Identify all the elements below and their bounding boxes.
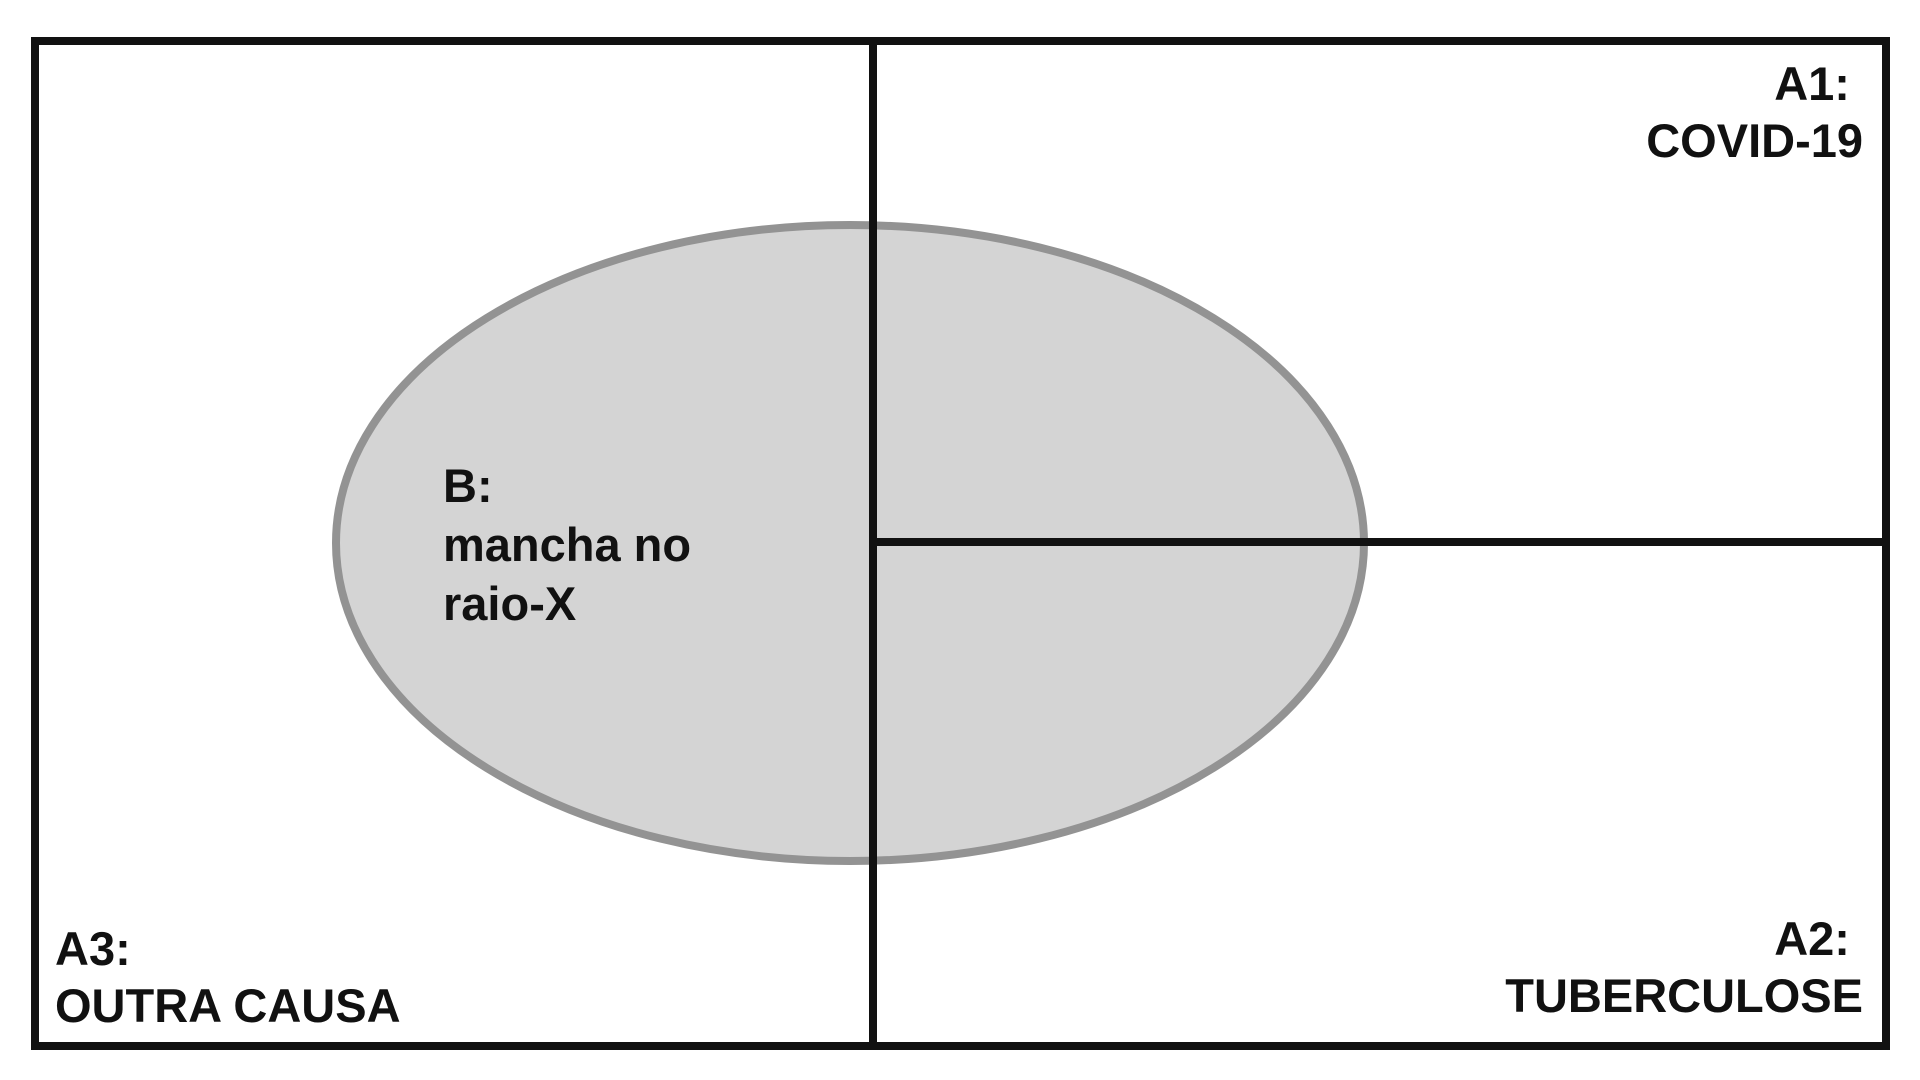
event-b-name-line1: mancha no [443,518,691,571]
region-a3-id: A3: [55,922,131,975]
region-a1-name: COVID-19 [1646,114,1863,167]
region-a2-id: A2: [1774,912,1850,965]
region-a2-label: A2: TUBERCULOSE [1505,912,1863,1022]
event-b-label: B: mancha no raio-X [443,459,704,630]
event-b-id: B: [443,459,493,512]
region-a3-label: A3: OUTRA CAUSA [55,922,401,1032]
region-a1-id: A1: [1774,57,1850,110]
event-b-name-line2: raio-X [443,577,576,630]
region-a1-label: A1: COVID-19 [1646,57,1863,167]
region-a2-name: TUBERCULOSE [1505,969,1863,1022]
region-a3-name: OUTRA CAUSA [55,979,401,1032]
